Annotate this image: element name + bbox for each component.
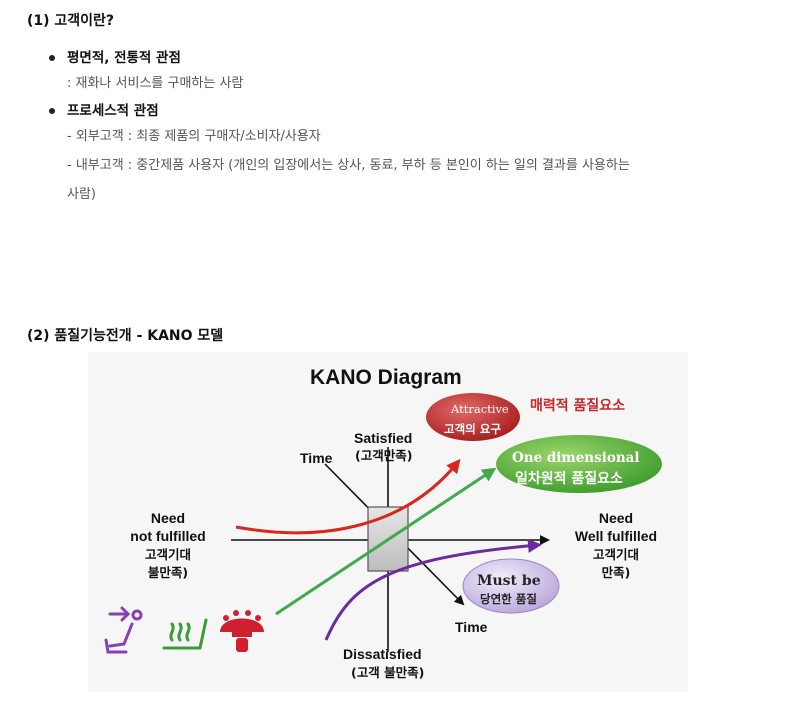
kano-diagram-image: KANO Diagram Attractive 고객의 요구 매력적 품질요소 … [88, 352, 688, 692]
must-be-curve [324, 538, 542, 641]
attractive-label: Attractive [450, 402, 509, 416]
bullet-title: 평면적, 전통적 관점 [67, 50, 181, 66]
right-ko-label-1: 고객기대 [593, 547, 639, 562]
left-ko-label-2: 불만족) [148, 565, 188, 580]
must-be-label: Must be [477, 573, 541, 589]
bullet-dot-icon [49, 108, 55, 114]
attractive-callout: 매력적 품질요소 [530, 397, 625, 414]
list-item: 평면적, 전통적 관점 : 재화나 서비스를 구매하는 사람 [45, 47, 745, 98]
car-seat-purple-icon [104, 606, 143, 654]
bullet-line: : 재화나 서비스를 구매하는 사람 [67, 76, 244, 91]
must-be-ko-label: 당연한 품질 [480, 592, 537, 606]
bullet-title: 프로세스적 관점 [67, 103, 159, 119]
one-dimensional-label: One dimensional [512, 450, 640, 466]
satisfied-label: Satisfied [354, 430, 412, 446]
right-ko-label-2: 만족) [602, 565, 631, 580]
left-not-fulfilled-label: not fulfilled [130, 528, 205, 544]
steering-wheel-red-icon [220, 610, 264, 652]
list-item: 프로세스적 관점 - 외부고객 : 최종 제품의 구매자/소비자/사용자 - 내… [45, 100, 745, 209]
dissatisfied-label: Dissatisfied [343, 646, 422, 662]
attractive-ko-label: 고객의 요구 [444, 422, 501, 436]
satisfied-ko-label: (고객만족) [355, 448, 412, 463]
right-need-label: Need [599, 510, 633, 526]
dissatisfied-ko-label: (고객 불만족) [351, 665, 424, 680]
left-need-label: Need [151, 510, 185, 526]
section-heading-kano: (2) 품질기능전개 - KANO 모델 [27, 328, 224, 344]
must-be-bubble [462, 558, 560, 614]
time-label-top: Time [300, 450, 333, 466]
left-ko-label-1: 고객기대 [145, 547, 191, 562]
heated-seat-green-icon [162, 618, 208, 650]
bullet-line: 사람) [67, 187, 96, 202]
diagram-title: KANO Diagram [310, 366, 462, 389]
bullet-line: - 외부고객 : 최종 제품의 구매자/소비자/사용자 [67, 129, 321, 144]
one-dimensional-bubble [496, 435, 662, 493]
one-dimensional-ko-label: 일차원적 품질요소 [515, 470, 623, 487]
kano-diagram-svg: KANO Diagram Attractive 고객의 요구 매력적 품질요소 … [104, 366, 662, 680]
attractive-bubble [426, 393, 520, 441]
bullet-dot-icon [49, 55, 55, 61]
right-well-fulfilled-label: Well fulfilled [575, 528, 657, 544]
section-heading-customer: (1) 고객이란? [27, 13, 115, 29]
customer-definition-list: 평면적, 전통적 관점 : 재화나 서비스를 구매하는 사람 프로세스적 관점 … [45, 47, 745, 209]
attractive-curve [235, 458, 461, 535]
time-label-bottom: Time [455, 619, 488, 635]
bullet-line: - 내부고객 : 중간제품 사용자 (개인의 입장에서는 상사, 동료, 부하 … [67, 158, 630, 173]
one-dimensional-line [275, 467, 497, 616]
